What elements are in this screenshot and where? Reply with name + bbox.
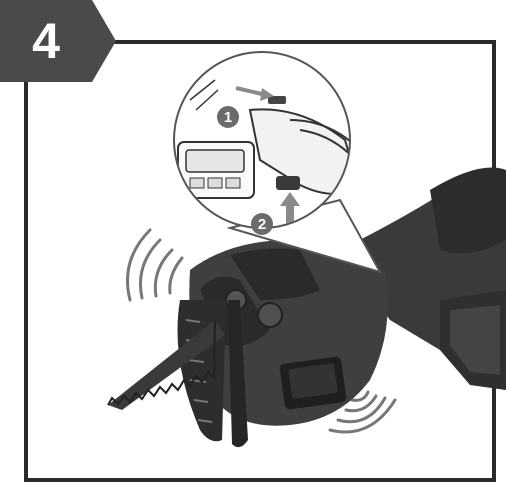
callout-1-label: 1 <box>224 109 232 126</box>
step-number: 4 <box>0 6 92 76</box>
detail-magnifier: 1 2 <box>174 52 380 272</box>
vibration-lines-left-icon <box>128 230 183 300</box>
callout-2-label: 2 <box>258 216 266 233</box>
